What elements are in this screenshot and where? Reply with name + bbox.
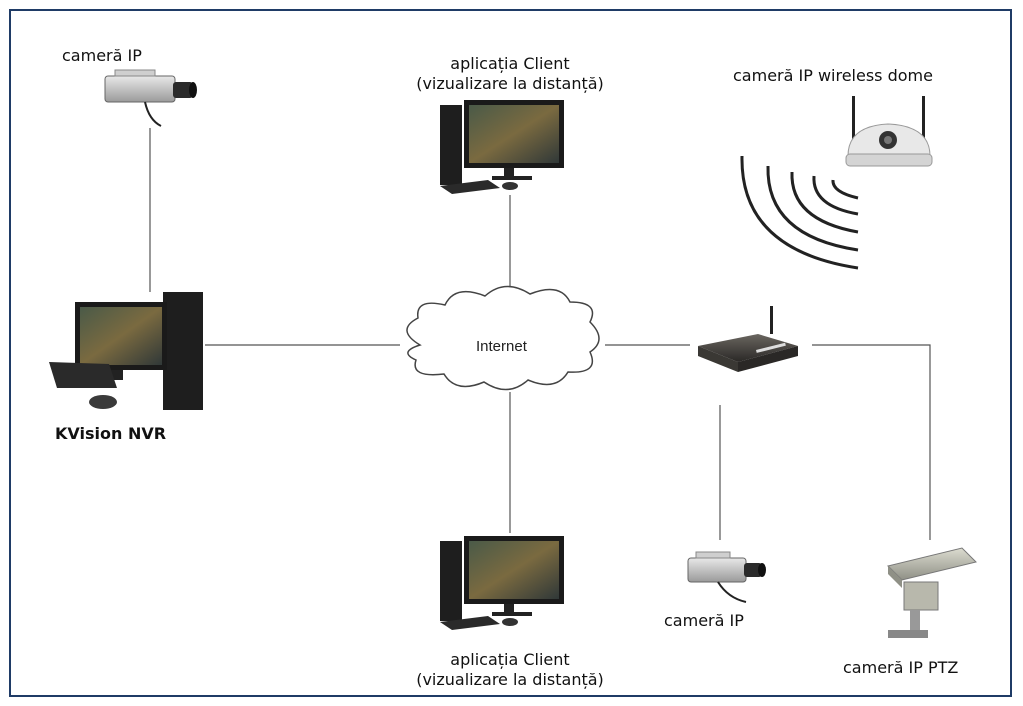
- desktop-computer-icon: [440, 536, 564, 630]
- ip-camera-bottom-label: cameră IP: [664, 611, 744, 630]
- client-top-label-line1: aplicația Client: [450, 54, 570, 73]
- ptz-camera-icon: [887, 547, 977, 638]
- wireless-dome-camera-icon: [845, 96, 933, 167]
- desktop-computer-icon: [440, 100, 564, 194]
- wireless-dome-label: cameră IP wireless dome: [733, 66, 933, 85]
- client-top-label: aplicația Client (vizualizare la distanț…: [385, 54, 635, 94]
- link-router-ptz: [812, 344, 931, 540]
- diagram-frame: [9, 9, 1012, 697]
- client-bottom-label-line1: aplicația Client: [450, 650, 570, 669]
- wireless-signal-icon: [740, 155, 859, 270]
- wireless-router-icon: [698, 306, 798, 372]
- client-bottom-label-line2: (vizualizare la distanță): [416, 670, 604, 689]
- nvr-workstation-icon: [49, 292, 203, 410]
- nvr-label: KVision NVR: [55, 424, 167, 443]
- client-bottom-label: aplicația Client (vizualizare la distanț…: [385, 650, 635, 690]
- internet-cloud-icon: [406, 285, 600, 391]
- ip-camera-icon: [104, 69, 197, 127]
- ip-camera-icon: [687, 551, 766, 603]
- client-top-label-line2: (vizualizare la distanță): [416, 74, 604, 93]
- ptz-camera-label: cameră IP PTZ: [843, 658, 959, 677]
- ip-camera-top-label: cameră IP: [62, 46, 142, 65]
- internet-label: Internet: [476, 338, 527, 355]
